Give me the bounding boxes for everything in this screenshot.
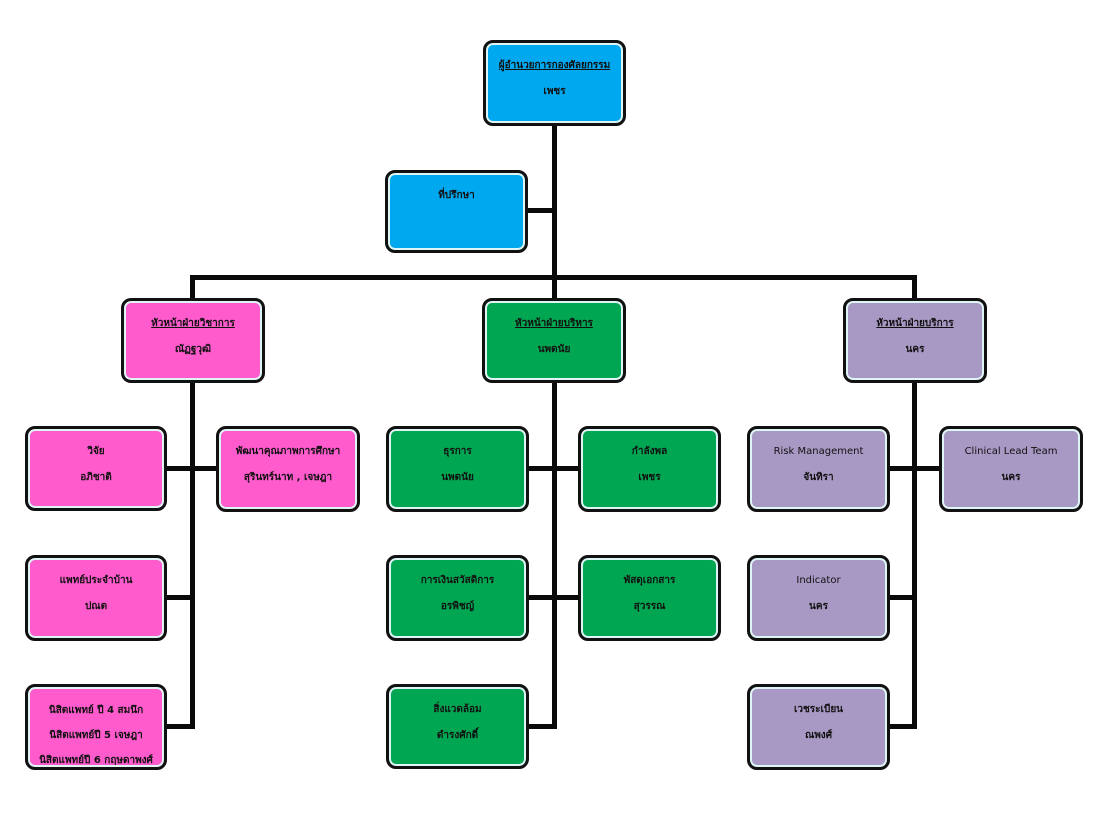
services-unit-risk-management: Risk Management จันทิรา [747, 426, 890, 512]
connector-line [528, 724, 555, 729]
academic-head-name: ณัฏฐวุฒิ [174, 344, 212, 355]
unit-title: Risk Management [773, 446, 864, 457]
academic-unit-education-quality: พัฒนาคุณภาพการศึกษา สุรินทร์นาท , เจษฎา [216, 426, 360, 512]
administration-head-box: หัวหน้าฝ่ายบริหาร นพดนัย [482, 298, 626, 383]
services-head-name: นคร [905, 344, 925, 355]
unit-name: อภิชาติ [80, 472, 112, 483]
unit-name: จันทิรา [803, 472, 834, 483]
connector-line [552, 382, 557, 729]
connector-line [889, 724, 915, 729]
unit-title: สิ่งแวดล้อม [433, 704, 482, 715]
administration-unit-environment: สิ่งแวดล้อม ดำรงศักดิ์ [386, 684, 529, 769]
unit-title: วิจัย [87, 446, 105, 457]
unit-title: Indicator [796, 575, 841, 586]
connector-line [166, 595, 193, 600]
advisor-title: ที่ปรึกษา [438, 190, 475, 201]
unit-name: นคร [809, 601, 828, 612]
unit-name: ดำรงศักดิ์ [436, 730, 479, 741]
administration-unit-personnel: กำลังพล เพชร [578, 426, 721, 512]
unit-line: นิสิตแพทย์ปี 5 เจษฎา [49, 730, 143, 741]
academic-unit-research: วิจัย อภิชาติ [25, 426, 167, 511]
unit-title: พัสดุเอกสาร [623, 575, 676, 586]
unit-name: สุรินทร์นาท , เจษฎา [243, 472, 333, 483]
connector-line [166, 724, 193, 729]
unit-name: ปณต [84, 601, 108, 612]
advisor-box: ที่ปรึกษา [385, 170, 528, 253]
academic-unit-residents: แพทย์ประจำบ้าน ปณต [25, 555, 167, 641]
unit-name: ณพงศ์ [804, 730, 833, 741]
unit-name: เพชร [638, 472, 661, 483]
academic-head-title: หัวหน้าฝ่ายวิชาการ [151, 318, 235, 329]
director-title: ผู้อำนวยการกองศัลยกรรม [498, 60, 611, 71]
services-unit-indicator: Indicator นคร [747, 555, 890, 641]
unit-title: Clinical Lead Team [964, 446, 1058, 457]
administration-unit-finance: การเงินสวัสดิการ อรพิชญ์ [386, 555, 529, 641]
administration-head-name: นพดนัย [537, 344, 571, 355]
unit-title: กำลังพล [631, 446, 668, 457]
connector-line [166, 466, 217, 471]
unit-name: นคร [1001, 472, 1021, 483]
unit-title: แพทย์ประจำบ้าน [59, 575, 133, 586]
unit-line: นิสิตแพทย์ปี 6 กฤษดาพงศ์ [39, 755, 153, 766]
academic-head-box: หัวหน้าฝ่ายวิชาการ ณัฏฐวุฒิ [121, 298, 265, 383]
connector-line [889, 595, 915, 600]
connector-line [528, 595, 579, 600]
services-head-title: หัวหน้าฝ่ายบริการ [876, 318, 954, 329]
unit-name: นพดนัย [441, 472, 474, 483]
unit-title: การเงินสวัสดิการ [420, 575, 495, 586]
administration-unit-supplies: พัสดุเอกสาร สุวรรณ [578, 555, 721, 641]
connector-line [527, 208, 555, 213]
services-head-box: หัวหน้าฝ่ายบริการ นคร [843, 298, 987, 383]
unit-name: อรพิชญ์ [440, 601, 475, 612]
services-unit-clinical-lead-team: Clinical Lead Team นคร [939, 426, 1083, 512]
connector-line [190, 275, 917, 280]
connector-line [190, 382, 195, 729]
unit-title: พัฒนาคุณภาพการศึกษา [235, 446, 341, 457]
director-box: ผู้อำนวยการกองศัลยกรรม เพชร [483, 40, 626, 126]
director-name: เพชร [543, 86, 566, 97]
administration-head-title: หัวหน้าฝ่ายบริหาร [515, 318, 593, 329]
connector-line [190, 275, 195, 299]
academic-unit-medical-students: นิสิตแพทย์ ปี 4 สมนึก นิสิตแพทย์ปี 5 เจษ… [25, 684, 167, 770]
unit-title: เวชระเบียน [793, 704, 844, 715]
connector-line [889, 466, 940, 471]
administration-unit-clerical: ธุรการ นพดนัย [386, 426, 529, 512]
unit-line: นิสิตแพทย์ ปี 4 สมนึก [48, 705, 144, 716]
unit-title: ธุรการ [443, 446, 472, 457]
unit-name: สุวรรณ [633, 601, 666, 612]
connector-line [912, 382, 917, 729]
connector-line [528, 466, 579, 471]
services-unit-medical-records: เวชระเบียน ณพงศ์ [747, 684, 890, 770]
connector-line [912, 275, 917, 299]
